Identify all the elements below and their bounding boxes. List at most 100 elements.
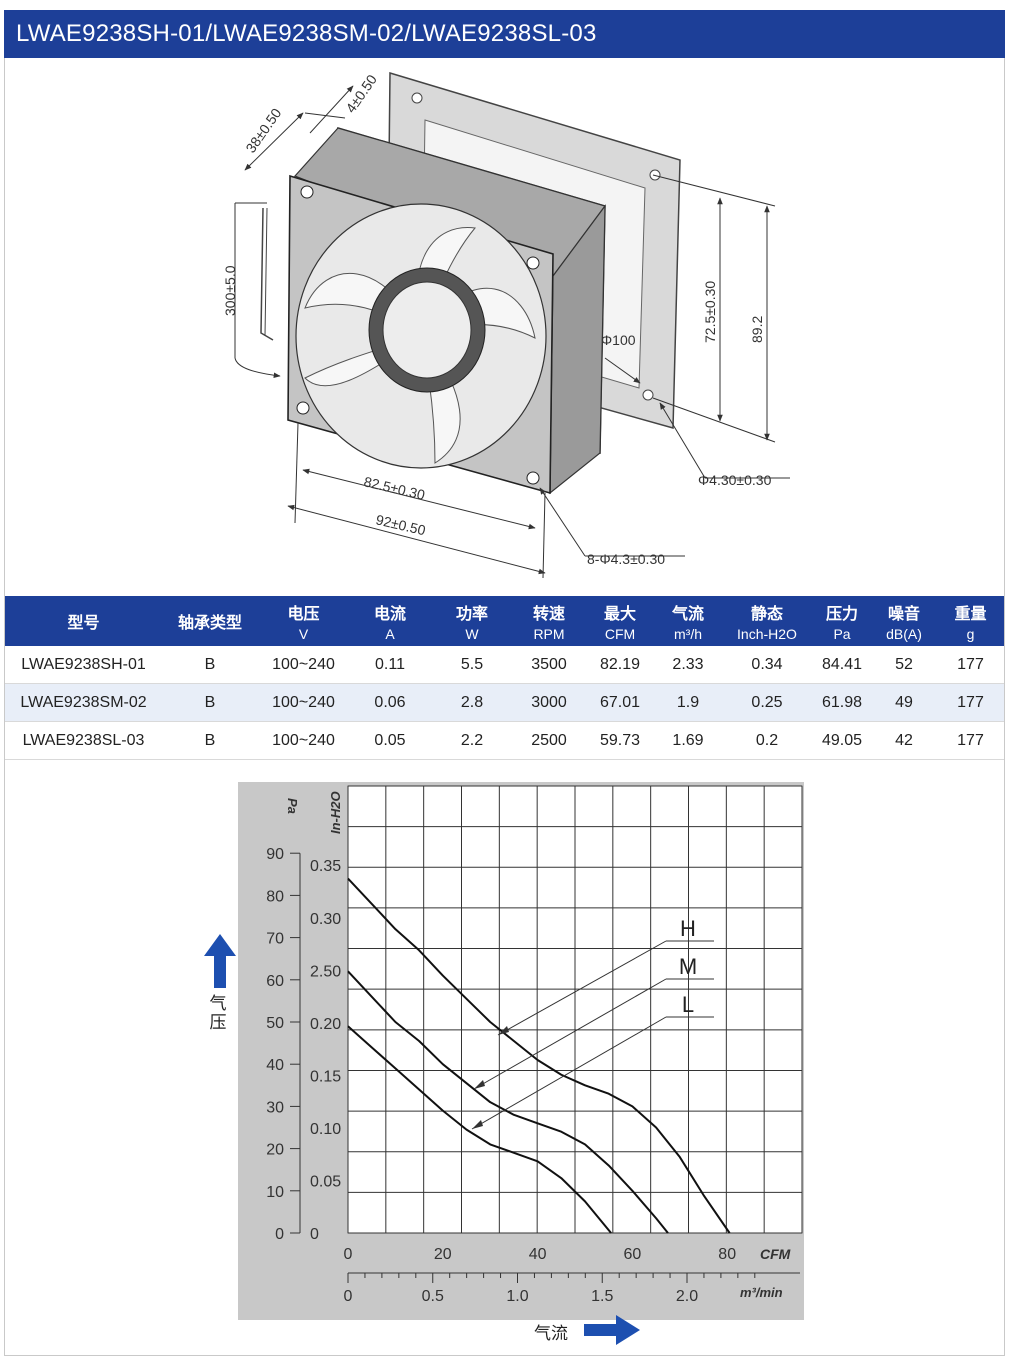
dim-mount-holes: 8-Φ4.3±0.30 <box>587 551 665 567</box>
dim-gasket: 4±0.50 <box>342 71 380 115</box>
x-tick-label: 0 <box>344 1246 353 1263</box>
cell-pressure: 84.41 <box>813 646 871 684</box>
cell-current: 0.06 <box>349 683 431 722</box>
cell-airflow: 1.9 <box>655 683 721 722</box>
y2-tick-label: 0.15 <box>310 1068 341 1085</box>
dim-height: 89.2 <box>749 316 765 343</box>
legend-label-m: M <box>679 954 697 979</box>
cell-noise: 42 <box>871 721 937 760</box>
cell-max-cfm: 67.01 <box>585 683 655 722</box>
cell-static: 0.34 <box>721 646 813 684</box>
dim-gasket-hole: Φ4.30±0.30 <box>698 472 772 488</box>
curve-h <box>347 877 731 1234</box>
y2-tick-label: 0.05 <box>310 1173 341 1190</box>
legend-arrowhead <box>474 1080 485 1089</box>
x-tick-label: 40 <box>529 1246 547 1263</box>
y2-tick-label: 2.50 <box>310 963 341 980</box>
y-axis-label: Pa <box>285 798 300 814</box>
y-tick-label: 60 <box>266 973 284 990</box>
table-row: LWAE9238SL-03 B 100~240 0.05 2.2 2500 59… <box>5 721 1004 760</box>
x2-tick-label: 1.0 <box>506 1288 528 1305</box>
dim-width: 92±0.50 <box>374 511 427 538</box>
y-tick-label: 80 <box>266 888 284 905</box>
cell-current: 0.11 <box>349 646 431 684</box>
cell-model: LWAE9238SM-02 <box>5 683 162 722</box>
cell-model: LWAE9238SL-03 <box>5 721 162 760</box>
y-tick-label: 50 <box>266 1015 284 1032</box>
cell-voltage: 100~240 <box>258 646 349 684</box>
cell-static: 0.25 <box>721 683 813 722</box>
y-tick-label: 70 <box>266 931 284 948</box>
pressure-side-label: 气压 <box>209 994 227 1032</box>
col-header-model: 型号 <box>5 596 162 646</box>
dimension-lines <box>234 85 790 579</box>
legend-leader-line <box>471 1016 667 1130</box>
legend-leader-line <box>497 940 667 1036</box>
y2-tick-label: 0.30 <box>310 911 341 928</box>
y-tick-label: 40 <box>266 1057 284 1074</box>
y-tick-label: 0 <box>275 1226 284 1243</box>
cell-max-cfm: 59.73 <box>585 721 655 760</box>
x2-tick-label: 0 <box>344 1288 353 1305</box>
cell-weight: 177 <box>937 683 1004 722</box>
cell-weight: 177 <box>937 721 1004 760</box>
dim-hole-spacing-v: 72.5±0.30 <box>702 281 718 343</box>
x-tick-label: 60 <box>624 1246 642 1263</box>
table-row: LWAE9238SM-02 B 100~240 0.06 2.8 3000 67… <box>5 683 1004 722</box>
cell-voltage: 100~240 <box>258 683 349 722</box>
cell-bearing: B <box>162 646 258 684</box>
y2-tick-label: 0.10 <box>310 1121 341 1138</box>
legend-label-l: L <box>682 992 694 1017</box>
cell-model: LWAE9238SH-01 <box>5 646 162 684</box>
cell-current: 0.05 <box>349 721 431 760</box>
curve-m <box>347 970 669 1234</box>
x2-tick-label: 0.5 <box>422 1288 444 1305</box>
x2-tick-label: 2.0 <box>676 1288 698 1305</box>
cell-power: 2.2 <box>431 721 513 760</box>
airflow-arrow-icon <box>584 1315 640 1345</box>
legend-arrowhead <box>472 1120 483 1129</box>
x-tick-label: 20 <box>434 1246 452 1263</box>
cell-voltage: 100~240 <box>258 721 349 760</box>
fan-dimension-drawing: 38±0.50 4±0.50 300±5.0 72.5±0.30 89.2 Φ1… <box>222 71 790 579</box>
x-tick-label: 80 <box>718 1246 736 1263</box>
cell-noise: 49 <box>871 683 937 722</box>
cell-static: 0.2 <box>721 721 813 760</box>
x-axis-label: CFM <box>760 1246 791 1262</box>
cell-weight: 177 <box>937 646 1004 684</box>
legend-label-h: H <box>680 916 696 941</box>
dim-depth: 38±0.50 <box>242 105 284 156</box>
airflow-side-label: 气流 <box>534 1324 568 1343</box>
y2-tick-label: 0.35 <box>310 858 341 875</box>
fan-front-frame <box>287 174 554 495</box>
y2-axis-label: In-H2O <box>328 791 343 834</box>
pq-curve-chart: 0102030405060708090Pa00.050.100.150.202.… <box>238 782 804 1320</box>
legend-leader-line <box>473 978 667 1090</box>
cell-bearing: B <box>162 683 258 722</box>
legend-arrowhead <box>498 1026 509 1035</box>
table-row: LWAE9238SH-01 B 100~240 0.11 5.5 3500 82… <box>5 646 1004 684</box>
cell-pressure: 49.05 <box>813 721 871 760</box>
x2-tick-label: 1.5 <box>591 1288 613 1305</box>
cell-max-cfm: 82.19 <box>585 646 655 684</box>
cell-speed: 2500 <box>513 721 585 760</box>
cell-pressure: 61.98 <box>813 683 871 722</box>
pressure-arrow-icon <box>204 934 236 988</box>
cell-power: 2.8 <box>431 683 513 722</box>
cell-speed: 3000 <box>513 683 585 722</box>
cell-airflow: 1.69 <box>655 721 721 760</box>
cell-power: 5.5 <box>431 646 513 684</box>
dim-venturi: Φ100 <box>601 332 636 348</box>
cell-noise: 52 <box>871 646 937 684</box>
